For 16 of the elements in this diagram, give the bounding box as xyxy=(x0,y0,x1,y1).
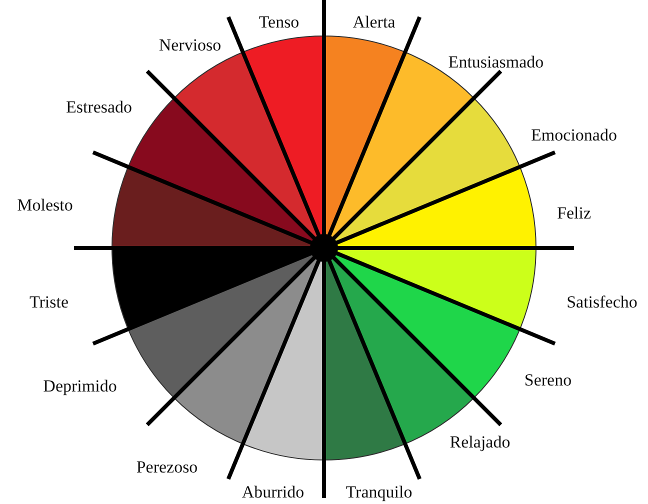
mood-label: Aburrido xyxy=(242,484,304,500)
mood-label: Molesto xyxy=(17,196,73,214)
mood-label: Estresado xyxy=(66,98,132,116)
mood-label: Feliz xyxy=(557,204,591,222)
mood-label: Deprimido xyxy=(43,378,117,394)
mood-label: Relajado xyxy=(450,434,510,450)
mood-label: Alerta xyxy=(352,14,396,30)
mood-label: Tenso xyxy=(258,14,300,30)
mood-label: Tranquilo xyxy=(346,484,412,500)
mood-label: Satisfecho xyxy=(566,294,638,310)
mood-label: Perezoso xyxy=(136,458,198,476)
mood-label: Entusiasmado xyxy=(448,54,544,70)
mood-label: Nervioso xyxy=(158,36,222,54)
mood-label: Emocionado xyxy=(531,126,617,144)
mood-label: Triste xyxy=(29,294,69,310)
mood-label: Sereno xyxy=(524,372,572,388)
